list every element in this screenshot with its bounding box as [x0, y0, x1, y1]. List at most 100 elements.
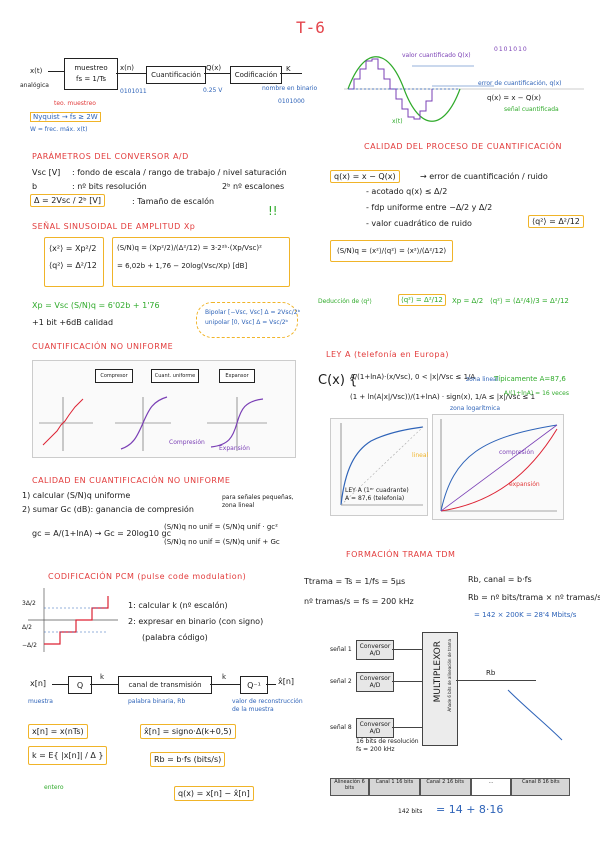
wave-label-2: error de cuantificación, q(x) — [478, 80, 562, 87]
sampler-formula: fs = 1/Ts — [75, 75, 106, 83]
k-label: K — [286, 65, 291, 73]
xn-label: x(n) — [120, 64, 135, 72]
senal-f7: +1 bit +6dB calidad — [32, 318, 114, 327]
level-value: 0.25 V — [203, 87, 223, 94]
calidad-f1b: → error de cuantificación / ruido — [420, 172, 548, 181]
chain-xhat: x̂[n] — [278, 677, 295, 686]
senal-box-2: (S/N)q = (Xp²/2)/(Δ²/12) = 3·2²ᵇ·(Xp/Vsc… — [112, 237, 290, 287]
uniform-quant-block: Cuant. uniforme — [151, 369, 199, 383]
wmax-label: W = frec. máx. x(t) — [30, 126, 88, 133]
calidad-b3: - valor cuadrático de ruido — [366, 219, 472, 228]
deduccion: Deducción de ⟨q²⟩ — [318, 298, 372, 305]
bits-out2: 0101000 — [278, 98, 305, 105]
nonuni-heading: CUANTIFICACIÓN NO UNIFORME — [32, 342, 174, 351]
input-sub: analógica — [20, 82, 49, 89]
sampler-block: muestreo fs = 1/Ts — [64, 58, 118, 90]
leyA-legend-2: A = 87,6 (telefonía) — [345, 495, 405, 502]
chain-canal-block: canal de transmisión — [118, 676, 212, 694]
ley-tip: Típicamente A=87,6 — [494, 375, 566, 383]
senal-heading: SEÑAL SINUSOIDAL DE AMPLITUD Xp — [32, 222, 196, 231]
ley-z1: zona lineal — [466, 376, 499, 383]
arrow-line — [392, 681, 422, 682]
chain-muestra: muestra — [28, 698, 53, 705]
chain-f3: k = E{ |x[n]| / Δ } — [28, 746, 108, 765]
coder-block: Codificación — [230, 66, 282, 84]
bits-seq: 0101011 — [120, 88, 147, 95]
tdm-conv-1: Conversor A/D — [356, 640, 394, 660]
arrow-line — [210, 684, 240, 685]
tdm-f4: Rb = nº bits/trama × nº tramas/s — [468, 593, 600, 602]
calidad2-s2a: para señales pequeñas, zona lineal — [222, 494, 294, 509]
tdm-cell-3: … — [470, 778, 512, 796]
expansor-block: Expansor — [219, 369, 255, 383]
arrow-line — [392, 727, 422, 728]
wave-label-4: señal cuantificada — [504, 106, 559, 113]
tdm-cell-1: Canal 1 16 bits — [369, 778, 420, 796]
tdm-s1: señal 1 — [330, 646, 352, 653]
senal-f3: (S/N)q = (Xp²/2)/(Δ²/12) = 3·2²ᵇ·(Xp/Vsc… — [117, 244, 262, 252]
sampler-label: muestreo — [74, 64, 108, 72]
chain-entero: entero — [44, 784, 64, 791]
senal-f6: Xp = Vsc (S/N)q = 6'02b + 1'76 — [32, 301, 160, 310]
calidad2-f3: (S/N)q no unif = (S/N)q unif + Gc — [164, 538, 280, 546]
tdm-f1: Ttrama = Ts = 1/fs = 5μs — [304, 577, 406, 586]
ley-tip2: A/(1+lnA) = 16 veces — [504, 390, 569, 397]
label-compresion: Compresión — [169, 439, 205, 446]
bubble-2: unipolar [0, Vsc] Δ = Vsc/2ᵇ — [205, 319, 289, 326]
nyquist-label: Nyquist → fs ≥ 2W — [30, 112, 101, 122]
comp-exp-plot: compresión expansión — [432, 414, 564, 520]
chain-palabra: palabra binaria, Rb — [128, 698, 186, 705]
quant-block: Cuantificación — [146, 66, 206, 84]
chain-f5: q(x) = x[n] − x̂[n] — [174, 786, 254, 801]
calidad2-f1: gc = A/(1+lnA) → Gc = 20log10 gc — [32, 529, 171, 538]
params-l3a: Δ = 2Vsc / 2ᵇ [V] — [30, 194, 105, 207]
tdm-totf: = 14 + 8·16 — [436, 803, 504, 816]
params-l1a: Vsc [V] — [32, 168, 61, 177]
tdm-mux-block: MULTIPLEXOR Añade 6 bits de alineación d… — [422, 632, 458, 746]
chain-k2: k — [222, 673, 227, 681]
tdm-s8: señal 8 — [330, 724, 352, 731]
ley-f2: (1 + ln(A|x|/Vsc))/(1+lnA) · sign(x), 1/… — [350, 393, 536, 401]
chain-k: k — [100, 673, 105, 681]
params-l2b: : nº bits resolución — [72, 182, 147, 191]
tdm-arrow-curve — [507, 689, 563, 741]
leyA-lineal: lineal — [412, 452, 429, 459]
tdm-cell-0: Alineación 6 bits — [330, 778, 370, 796]
pcm-p3: (palabra código) — [142, 633, 208, 642]
params-l2c: 2ᵇ nº escalones — [222, 182, 285, 191]
leyA-curve-svg — [340, 423, 424, 506]
calidad2-heading: CALIDAD EN CUANTIFICACIÓN NO UNIFORME — [32, 476, 231, 485]
arrow-line — [116, 73, 146, 74]
ley-f1: A/(1+lnA)·(x/Vsc), 0 < |x|/Vsc ≤ 1/A — [350, 373, 476, 381]
tdm-mux: MULTIPLEXOR — [433, 641, 443, 703]
tdm-frame: Alineación 6 bits Canal 1 16 bits Canal … — [330, 778, 571, 796]
tdm-res: 16 bits de resolución — [356, 738, 419, 745]
params-l3b: : Tamaño de escalón — [132, 197, 215, 206]
teo-label: teo. muestreo — [54, 100, 96, 107]
arrow-line — [52, 684, 68, 685]
tdm-f3: nº tramas/s = fs = 200 kHz — [304, 597, 414, 606]
pcm-lbl-c: −Δ/2 — [22, 642, 37, 649]
leyA-legend-1: LEY A (1ᵉʳ cuadrante) — [345, 487, 409, 494]
calidad2-s1: 1) calcular (S/N)q uniforme — [22, 491, 131, 500]
senal-f1: ⟨x²⟩ = Xp²/2 — [49, 244, 97, 253]
label-expansion: Expansión — [219, 445, 250, 452]
chain-q-block: Q — [68, 676, 92, 694]
senal-f5: (S/N)q = ⟨x²⟩/⟨q²⟩ = ⟨x²⟩/(Δ²/12) — [330, 240, 454, 262]
tdm-diagram: señal 1 señal 2 señal 8 Conversor A/D Co… — [326, 628, 576, 818]
params-l1b: : fondo de escala / rango de trabajo / n… — [72, 168, 287, 177]
tdm-cell-4: Canal 8 16 bits — [511, 778, 571, 796]
calidad-b1: - acotado q(x) ≤ Δ/2 — [366, 187, 448, 196]
senal-f4: = 6,02b + 1,76 − 20log(Vsc/Xp) [dB] — [117, 262, 248, 270]
pcm-lbl-b: Δ/2 — [22, 624, 32, 631]
page-title: T-6 — [296, 18, 325, 37]
tdm-f5: = 142 × 200K = 28'4 Mbits/s — [474, 611, 577, 619]
arrow-line — [392, 649, 422, 650]
calidad2-f2: (S/N)q no unif = (S/N)q unif · gc² — [164, 523, 278, 531]
tdm-conv-2: Conversor A/D — [356, 672, 394, 692]
tdm-fs: fs = 200 kHz — [356, 746, 395, 753]
tdm-cell-2: Canal 2 16 bits — [419, 778, 471, 796]
bubble: Bipolar [−Vsc, Vsc] Δ = 2Vsc/2ᵇ unipolar… — [196, 302, 300, 338]
calidad-f1: q(x) = x − Q(x) — [330, 170, 400, 183]
chain-qinv-block: Q⁻¹ — [240, 676, 268, 694]
